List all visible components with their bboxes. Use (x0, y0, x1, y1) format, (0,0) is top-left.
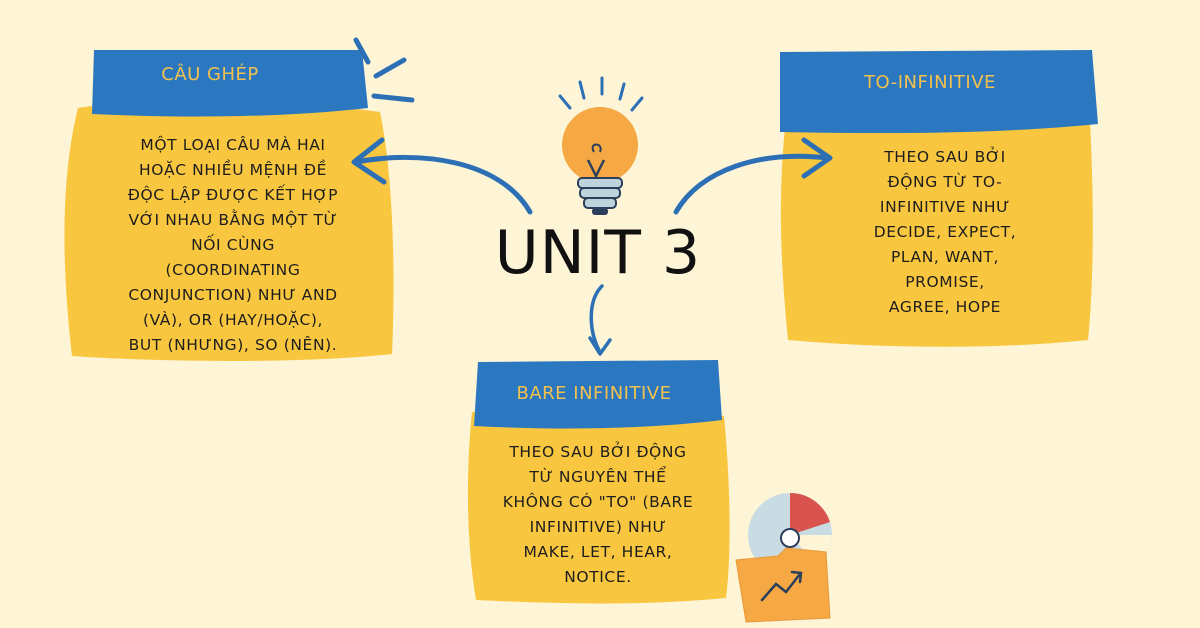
arrow-to-cau-ghep-head (351, 137, 387, 185)
lightbulb-icon (558, 76, 644, 215)
cau-ghep-card-body (64, 100, 394, 361)
arrow-to-cau-ghep (353, 154, 533, 215)
arrow-to-to-infinitive-head (801, 137, 833, 179)
arrow-to-to-infinitive (673, 153, 831, 215)
center-title: UNIT 3 (494, 218, 702, 288)
to-infinitive-description: THEO SAU BỞI ĐỘNG TỪ TO- INFINITIVE NHƯ … (873, 148, 1017, 316)
to-infinitive-header: TO-INFINITIVE (864, 72, 996, 93)
cau-ghep-description: MỘT LOẠI CÂU MÀ HAI HOẶC NHIỀU MỆNH ĐỀ Đ… (127, 136, 339, 354)
arrow-to-bare-infinitive-head (588, 336, 612, 356)
chart-folder-icon (735, 492, 832, 623)
cau-ghep-header: CÂU GHÉP (161, 64, 259, 85)
bare-infinitive-card-body (467, 407, 730, 604)
bare-infinitive-card-header (474, 360, 722, 429)
sparkle-lines-icon (353, 37, 415, 103)
to-infinitive-card-body (780, 113, 1093, 347)
cau-ghep-card-header (92, 50, 368, 117)
to-infinitive-card-header (780, 50, 1098, 134)
arrow-to-bare-infinitive (589, 284, 604, 354)
bare-infinitive-description: THEO SAU BỞI ĐỘNG TỪ NGUYÊN THỂ KHÔNG CÓ… (502, 443, 694, 586)
bare-infinitive-header: BARE INFINITIVE (516, 383, 672, 404)
